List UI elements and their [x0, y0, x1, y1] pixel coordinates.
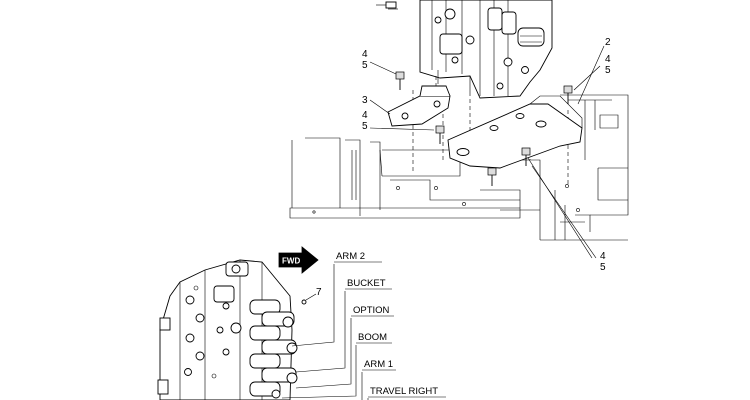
svg-text:TRAVEL RIGHT: TRAVEL RIGHT — [370, 386, 438, 397]
bolt-upper-c — [563, 85, 573, 104]
fwd-label: FWD — [282, 257, 300, 266]
svg-text:BOOM: BOOM — [358, 332, 387, 343]
bolt-upper-a — [395, 71, 405, 90]
mounting-bracket-left — [387, 85, 451, 127]
callout-5-a: 5 — [362, 60, 368, 71]
bolt-upper-e — [521, 147, 531, 166]
circuit-label-travel-right: TRAVEL RIGHT — [368, 386, 446, 398]
bolt-upper-b — [435, 125, 445, 144]
callout-7-group: 7 — [301, 287, 322, 305]
svg-text:BUCKET: BUCKET — [347, 278, 386, 289]
circuit-label-arm2: ARM 2 — [334, 251, 382, 263]
callout-5-d: 5 — [600, 262, 606, 273]
mounting-bracket-right — [447, 95, 583, 169]
callout-4-c: 4 — [605, 54, 611, 65]
upper-control-valve — [376, 0, 553, 99]
svg-text:OPTION: OPTION — [353, 305, 390, 316]
callout-4-d: 4 — [600, 251, 606, 262]
upper-bolts — [395, 71, 573, 186]
bolt-upper-d — [487, 167, 497, 186]
lower-control-valve — [157, 259, 298, 400]
callout-3: 3 — [362, 95, 368, 106]
circuit-label-arm1: ARM 1 — [362, 359, 396, 371]
svg-text:ARM 2: ARM 2 — [336, 251, 365, 262]
upper-frame-outline — [289, 94, 629, 241]
callout-5-b: 5 — [362, 121, 368, 132]
fwd-arrow: FWD — [278, 246, 319, 274]
circuit-label-boom: BOOM — [356, 332, 392, 344]
circuit-leader-lines — [281, 264, 369, 400]
callout-2: 2 — [605, 37, 611, 48]
upper-leader-lines — [369, 8, 605, 259]
svg-text:ARM 1: ARM 1 — [364, 359, 393, 370]
circuit-label-bucket: BUCKET — [345, 278, 392, 290]
callout-7: 7 — [316, 287, 322, 298]
callout-4-a: 4 — [362, 49, 368, 60]
circuit-label-option: OPTION — [351, 305, 394, 317]
callout-5-c: 5 — [605, 65, 611, 76]
callout-4-b: 4 — [362, 110, 368, 121]
